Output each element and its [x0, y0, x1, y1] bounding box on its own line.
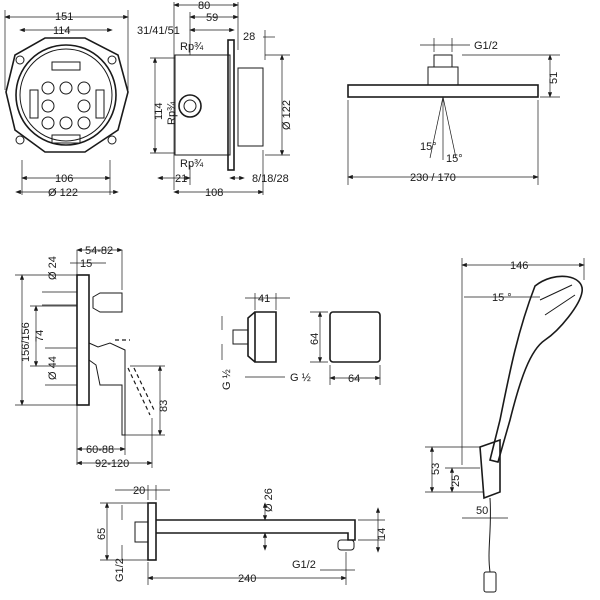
dim-diameter-24: Ø 24 — [47, 256, 59, 280]
dim-diameter-122: Ø 122 — [48, 187, 78, 199]
dim-15: 15 — [80, 258, 92, 270]
dim-83: 83 — [158, 400, 170, 412]
angle-left: 15° — [420, 141, 437, 153]
dim-51: 51 — [548, 72, 560, 84]
overhead-shower: G1/2 51 15° 15° 230 / 170 — [347, 38, 560, 185]
dim-diameter-26: Ø 26 — [263, 488, 275, 512]
dim-74: 74 — [34, 330, 46, 342]
dim-31-41-51: 31/41/51 — [137, 25, 180, 37]
dim-diameter-44: Ø 44 — [47, 356, 59, 380]
wall-outlet: 41 64 G ½ G ½ 64 — [221, 293, 381, 390]
dim-diameter-122-side: Ø 122 — [281, 100, 293, 130]
dim-230-170: 230 / 170 — [410, 172, 456, 184]
mounting-box-front-view: 151 114 106 Ø 122 — [4, 10, 129, 199]
angle-15: 15 ° — [492, 292, 512, 304]
thread-top: Rp¾ — [180, 41, 204, 53]
thread-g12-spout-left: G1/2 — [114, 558, 126, 582]
dim-28: 28 — [243, 31, 255, 43]
dim-80: 80 — [198, 0, 210, 12]
dim-156: 156/156 — [20, 322, 32, 362]
thread-g12-bottom: G ½ — [290, 372, 311, 384]
dim-53: 53 — [430, 463, 442, 475]
mounting-box-side-view: 80 59 31/41/51 28 Rp¾ Rp¾ Rp¾ 114 Ø 122 … — [137, 0, 293, 199]
dim-21: 21 — [175, 173, 187, 185]
dim-114-height: 114 — [153, 102, 165, 120]
dim-64-height: 64 — [309, 333, 321, 345]
thread-g12-outlet: G1/2 — [292, 559, 316, 571]
dim-108: 108 — [205, 187, 223, 199]
dim-106: 106 — [55, 173, 73, 185]
dim-g12-overhead: G1/2 — [474, 40, 498, 52]
dim-60-88: 60-88 — [86, 444, 114, 456]
dim-64-width: 64 — [348, 373, 360, 385]
dim-59: 59 — [206, 12, 218, 24]
thread-bottom: Rp¾ — [180, 158, 204, 170]
dim-20: 20 — [133, 485, 145, 497]
dim-151: 151 — [55, 11, 73, 23]
dim-114: 114 — [53, 25, 71, 37]
angle-right: 15° — [446, 153, 463, 165]
dim-41: 41 — [258, 293, 270, 305]
dim-92-120: 92-120 — [95, 458, 129, 470]
dim-240: 240 — [238, 573, 256, 585]
thread-g12-left: G ½ — [221, 369, 233, 390]
shower-mixer: 54-82 15 Ø 24 156/156 74 Ø 44 83 60-88 9… — [15, 245, 170, 470]
dim-50: 50 — [476, 505, 488, 517]
dim-54-82: 54-82 — [85, 245, 113, 257]
dim-25: 25 — [450, 475, 462, 487]
thread-mid: Rp¾ — [166, 101, 178, 125]
dim-14: 14 — [376, 528, 388, 540]
hand-shower: 146 15 ° 53 25 50 — [425, 258, 585, 593]
bath-spout: 20 Ø 26 65 G1/2 G1/2 14 240 — [96, 485, 388, 585]
dim-8-18-28: 8/18/28 — [252, 173, 289, 185]
dim-65: 65 — [96, 528, 108, 540]
dim-146: 146 — [510, 260, 528, 272]
